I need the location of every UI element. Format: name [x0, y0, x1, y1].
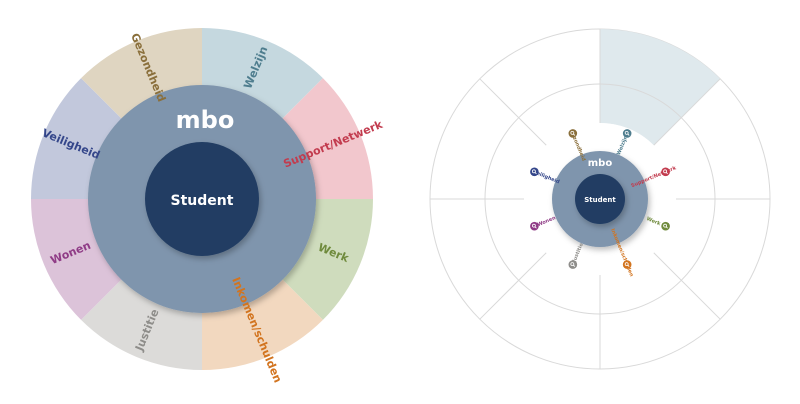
search-icon-lens: [532, 169, 536, 174]
search-icon-handle: [573, 264, 576, 267]
right-spoke: [479, 252, 547, 320]
search-icon[interactable]: [622, 129, 632, 138]
search-icon-badge: [568, 260, 578, 269]
right-search-icons: [530, 129, 670, 269]
search-icon-badge: [661, 221, 670, 231]
search-icon[interactable]: [661, 167, 670, 177]
search-icon[interactable]: [661, 221, 670, 231]
search-icon[interactable]: [622, 260, 632, 269]
right-student-core: [575, 174, 625, 224]
search-icon-badge: [530, 167, 539, 177]
search-icon-handle: [573, 133, 576, 136]
left-mbo-label: mbo: [176, 106, 235, 134]
left-student-core: [145, 142, 259, 256]
search-icon-lens: [570, 262, 575, 266]
search-icon-badge: [622, 260, 632, 269]
search-icon-lens: [624, 262, 629, 266]
search-icon-handle: [665, 172, 668, 175]
right-spoke: [653, 78, 721, 146]
search-icon-lens: [570, 131, 575, 135]
search-icon-handle: [534, 172, 537, 175]
left-student-label: Student: [171, 193, 234, 209]
right-mbo-label: mbo: [588, 158, 613, 169]
right-label-werk: Werk: [646, 216, 662, 227]
search-icon-lens: [624, 131, 629, 135]
search-icon-handle: [665, 226, 668, 229]
right-spokes: [430, 29, 770, 369]
search-icon[interactable]: [530, 167, 539, 177]
search-icon-handle: [627, 264, 630, 267]
right-spoke: [653, 252, 721, 320]
search-icon-badge: [568, 129, 578, 138]
right-student-label: Student: [584, 196, 616, 204]
search-icon-lens: [663, 223, 667, 228]
search-icon[interactable]: [568, 260, 578, 269]
right-spoke: [479, 78, 547, 146]
search-icon-handle: [534, 226, 537, 229]
right-highlight-sector: [600, 29, 721, 146]
search-icon-lens: [663, 169, 667, 174]
left-wheel: mbo Student WelzijnSupport/NetwerkWerkIn…: [31, 28, 385, 385]
search-icon[interactable]: [530, 221, 539, 231]
search-icon[interactable]: [568, 129, 578, 138]
search-icon-badge: [530, 221, 539, 231]
right-wheel: mbo Student WelzijnSupport/NetwerkWerkIn…: [429, 28, 771, 370]
search-icon-badge: [661, 167, 670, 177]
search-icon-lens: [532, 223, 536, 228]
search-icon-badge: [622, 129, 632, 138]
search-icon-handle: [627, 133, 630, 136]
